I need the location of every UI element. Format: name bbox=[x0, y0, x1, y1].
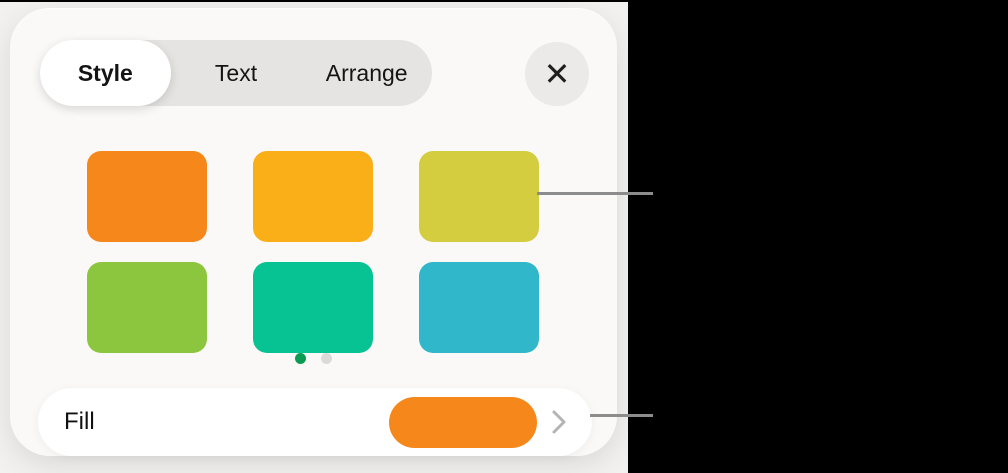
page-dot[interactable] bbox=[295, 352, 306, 364]
fill-row-label: Fill bbox=[64, 408, 95, 435]
fill-color-swatch[interactable] bbox=[389, 396, 537, 448]
fill-row[interactable]: Fill bbox=[38, 388, 592, 456]
style-swatch-green[interactable] bbox=[87, 262, 207, 353]
close-button[interactable]: ✕ bbox=[525, 42, 589, 106]
style-swatch-amber[interactable] bbox=[253, 151, 373, 242]
canvas-background: Style Text Arrange ✕ Fill bbox=[0, 2, 628, 473]
callout-line bbox=[590, 414, 653, 417]
style-swatch-orange[interactable] bbox=[87, 151, 207, 242]
callout-line bbox=[537, 192, 653, 195]
chevron-right-icon bbox=[550, 406, 568, 438]
tab-text[interactable]: Text bbox=[171, 40, 302, 106]
close-icon: ✕ bbox=[543, 56, 571, 92]
style-swatch-yellow-green[interactable] bbox=[419, 151, 539, 242]
style-swatch-teal[interactable] bbox=[253, 262, 373, 353]
page-indicator bbox=[10, 352, 617, 364]
tab-style[interactable]: Style bbox=[40, 40, 171, 106]
format-style-panel: Style Text Arrange ✕ Fill bbox=[10, 8, 617, 456]
tab-arrange[interactable]: Arrange bbox=[301, 40, 432, 106]
style-swatch-cyan[interactable] bbox=[419, 262, 539, 353]
page-dot[interactable] bbox=[321, 352, 332, 364]
tab-bar: Style Text Arrange bbox=[40, 40, 432, 106]
